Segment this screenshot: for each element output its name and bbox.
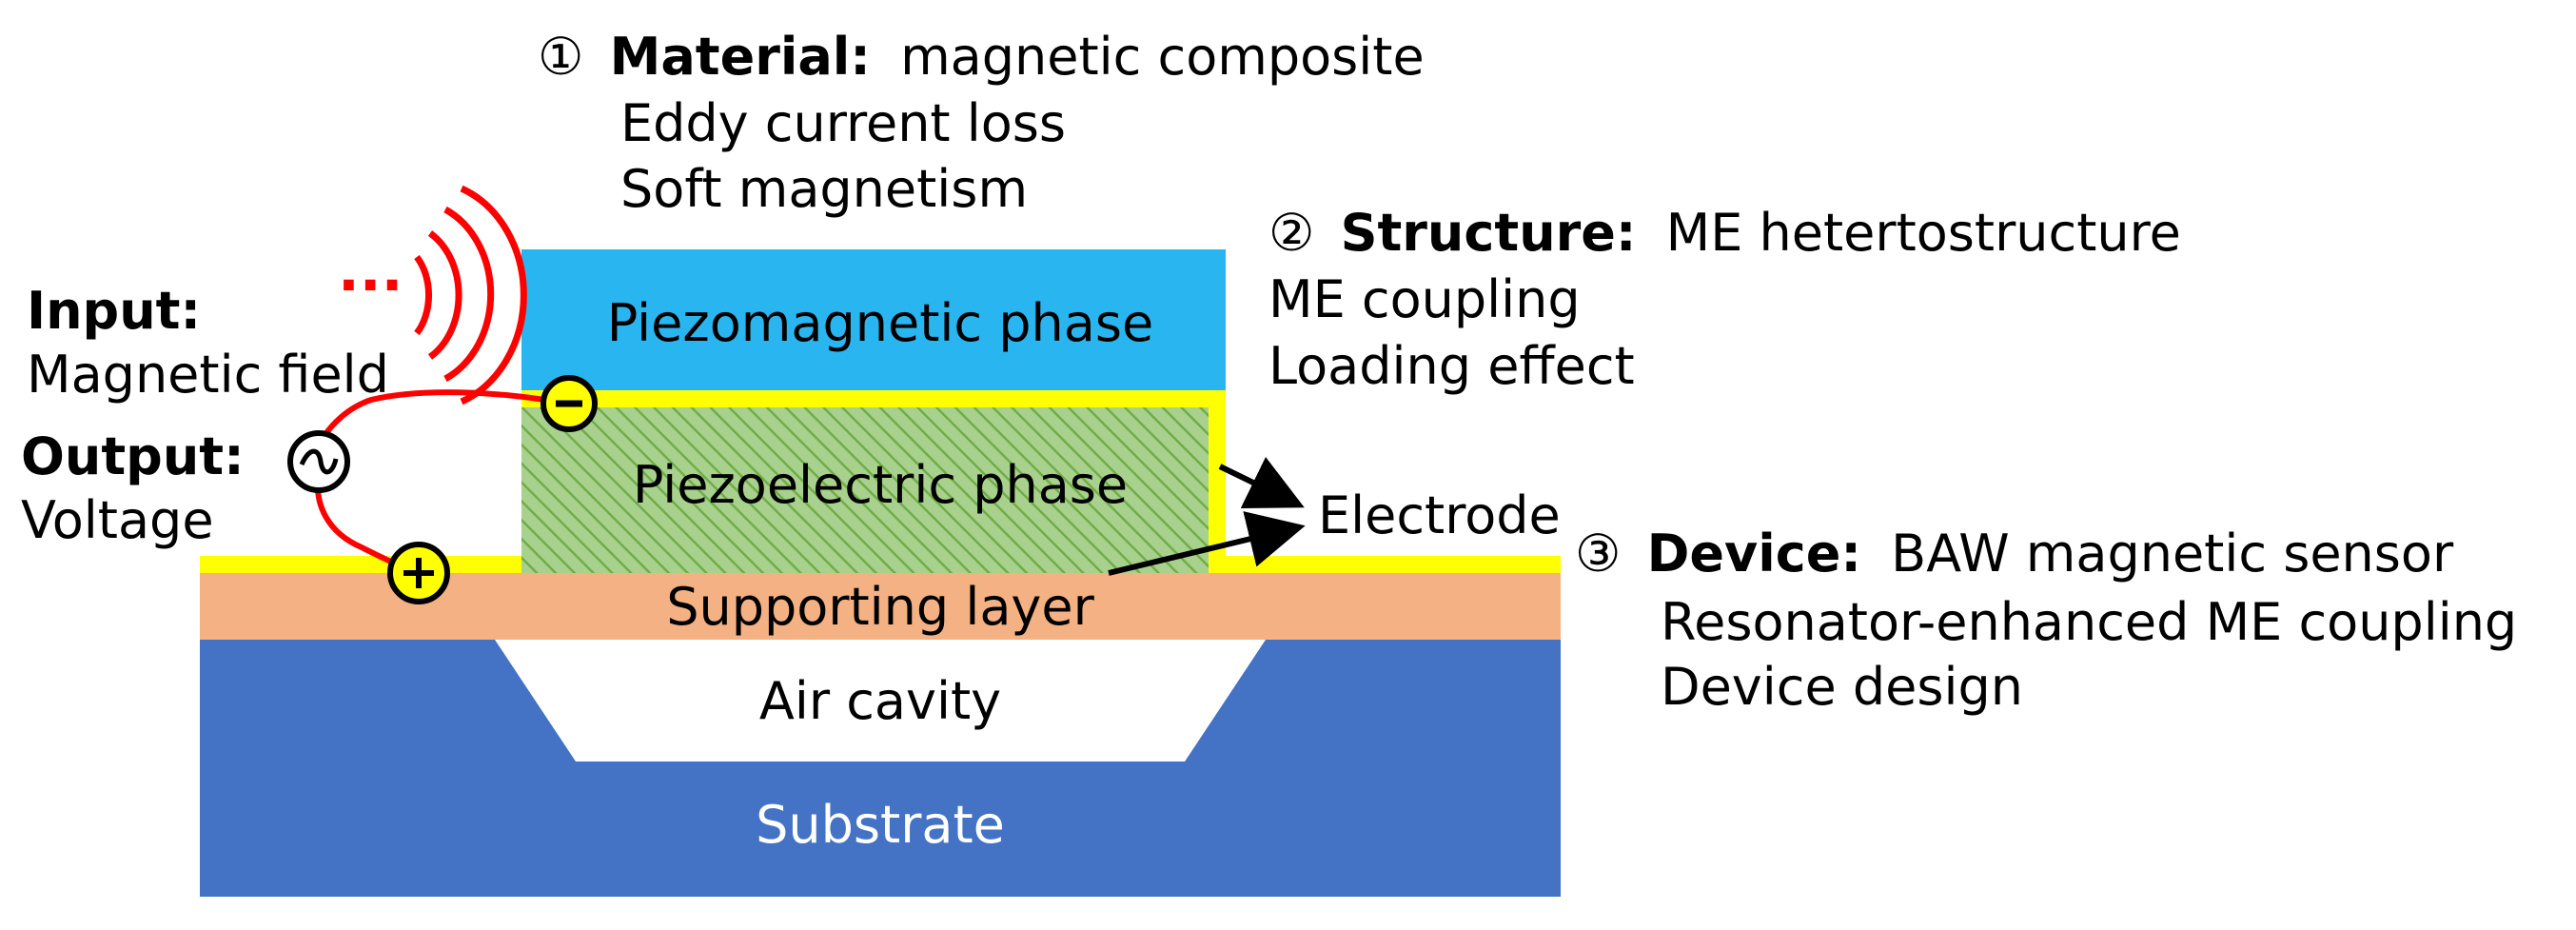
structure-subtitle: ME hetertostructure	[1666, 203, 2181, 263]
signal-dots: ···	[338, 252, 403, 319]
negative-terminal-icon	[541, 375, 598, 432]
piezomagnetic-layer	[521, 249, 1226, 390]
piezoelectric-layer	[521, 407, 1209, 573]
air-cavity	[495, 640, 1266, 762]
structure-item: Loading effect	[1268, 336, 1635, 396]
output-text: Voltage	[21, 490, 214, 550]
device-heading: ③ Device: BAW magnetic sensor	[1575, 524, 2454, 584]
output-title: Output:	[21, 426, 245, 486]
air-cavity-label: Air cavity	[759, 671, 1001, 731]
device-marker: ③	[1575, 524, 1621, 584]
device-subtitle: BAW magnetic sensor	[1891, 524, 2454, 584]
substrate-label: Substrate	[756, 795, 1005, 855]
device-item: Resonator-enhanced ME coupling	[1661, 592, 2517, 652]
supporting-layer-label: Supporting layer	[666, 577, 1094, 637]
input-title: Input:	[27, 281, 201, 341]
structure-marker: ②	[1268, 203, 1314, 263]
material-item: Eddy current loss	[620, 93, 1066, 153]
material-subtitle: magnetic composite	[900, 27, 1425, 87]
electrode-label: Electrode	[1318, 485, 1561, 545]
positive-terminal-icon	[387, 542, 450, 604]
material-marker: ①	[538, 27, 583, 87]
electrode-arrow-top	[1218, 457, 1305, 508]
piezoelectric-label: Piezoelectric phase	[633, 455, 1128, 515]
piezomagnetic-label: Piezomagnetic phase	[607, 293, 1153, 353]
structure-heading: ② Structure: ME hetertostructure	[1268, 203, 2181, 263]
structure-title: Structure:	[1341, 203, 1637, 263]
device-item: Device design	[1661, 657, 2023, 717]
material-heading: ① Material: magnetic composite	[538, 27, 1425, 87]
structure-item: ME coupling	[1268, 269, 1581, 329]
input-text: Magnetic field	[27, 345, 389, 405]
material-title: Material:	[610, 27, 871, 87]
wire-negative	[316, 389, 570, 449]
magnetic-wave-icon	[414, 185, 527, 406]
material-item: Soft magnetism	[620, 159, 1028, 219]
electrode-arrow-bottom	[1108, 511, 1306, 576]
device-title: Device:	[1647, 524, 1861, 584]
ac-source-icon	[287, 430, 350, 493]
